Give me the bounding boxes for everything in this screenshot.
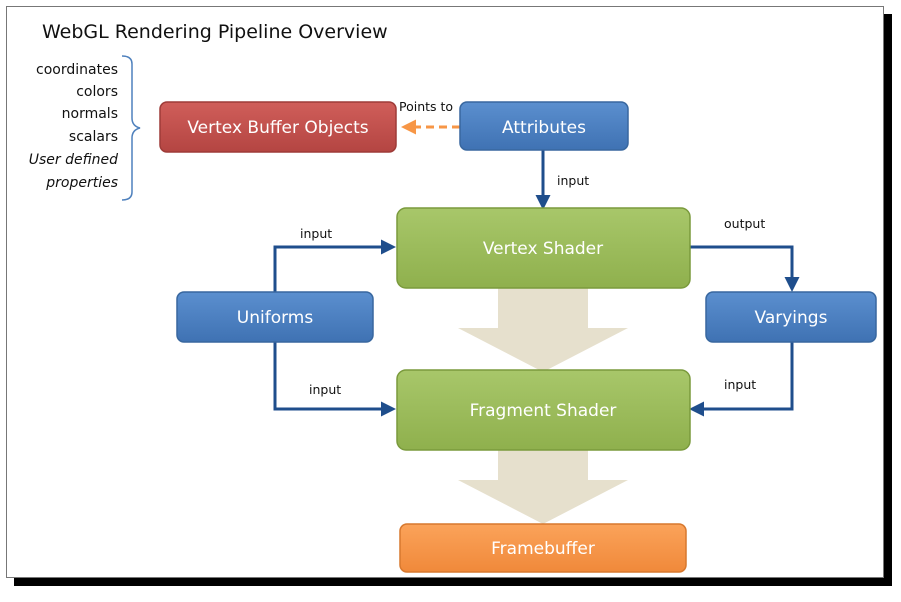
uniform-fs-input-label: input [309,382,341,397]
node-varyings-label: Varyings [755,308,828,328]
points-to-label: Points to [399,99,453,114]
property-coordinates: coordinates [36,62,118,78]
flow-arrow-vs-to-fs [458,288,628,372]
property-scalars: scalars [69,129,118,145]
frame-shadow-bottom [14,578,892,586]
vs-output-label: output [724,216,765,231]
node-vertex-shader[interactable]: Vertex Shader [396,207,691,289]
node-framebuffer[interactable]: Framebuffer [399,523,687,573]
property-brace [121,55,141,201]
node-vbo[interactable]: Vertex Buffer Objects [159,101,397,153]
varying-fs-input-label: input [724,377,756,392]
frame-shadow-right [884,14,892,586]
node-framebuffer-label: Framebuffer [491,539,595,559]
property-user-defined: User defined [29,152,118,168]
property-colors: colors [76,84,118,100]
uniforms-to-fs-arrow [273,342,396,417]
node-varyings[interactable]: Varyings [705,291,877,343]
vbo-property-list: coordinates colors normals scalars User … [29,62,118,191]
node-vbo-label: Vertex Buffer Objects [187,118,368,138]
node-attributes[interactable]: Attributes [459,101,629,151]
attr-input-label: input [557,173,589,188]
node-attributes-label: Attributes [502,118,586,138]
node-uniforms-label: Uniforms [237,308,314,328]
property-properties: properties [45,175,118,191]
node-uniforms[interactable]: Uniforms [176,291,374,343]
node-fragment-shader-label: Fragment Shader [470,401,617,421]
flow-arrow-fs-to-fb [458,450,628,524]
varyings-to-fs-arrow [689,342,794,417]
diagram-title: WebGL Rendering Pipeline Overview [42,21,388,43]
property-normals: normals [62,106,118,122]
vs-to-varyings-arrow [690,245,800,292]
uniform-vs-input-label: input [300,226,332,241]
uniforms-to-vs-arrow [273,239,396,292]
node-vertex-shader-label: Vertex Shader [483,239,603,259]
node-fragment-shader[interactable]: Fragment Shader [396,369,691,451]
